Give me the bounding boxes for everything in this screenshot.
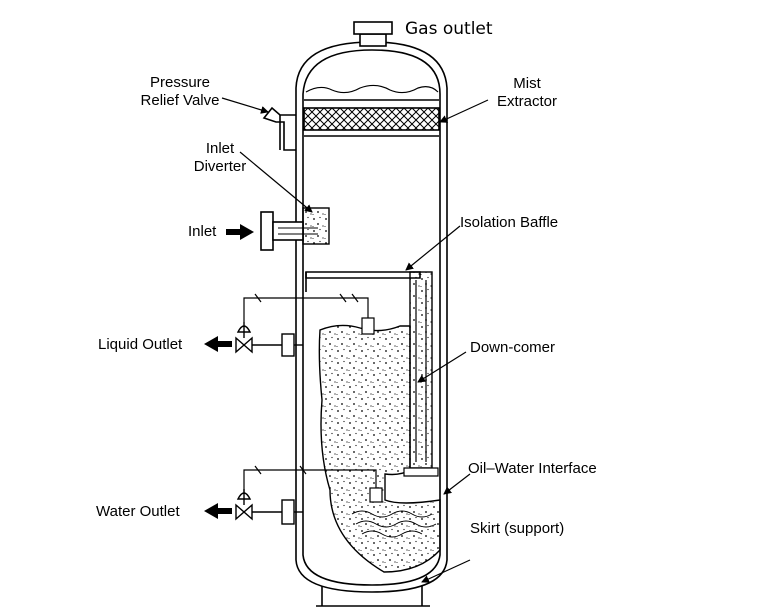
label-water-outlet: Water Outlet xyxy=(96,503,180,520)
label-mist-extractor-line1: Mist xyxy=(513,75,541,92)
inlet-nozzle xyxy=(260,211,304,251)
vapor-top-line xyxy=(305,84,439,94)
water-level-control xyxy=(243,465,383,503)
liquid-outlet-valve xyxy=(235,322,303,357)
isolation-baffle xyxy=(305,271,421,292)
leader-mist-extractor xyxy=(439,99,489,123)
inlet-flow-arrow xyxy=(226,224,254,240)
label-gas-outlet: Gas outlet xyxy=(405,19,493,39)
label-isolation-baffle: Isolation Baffle xyxy=(460,214,559,231)
inlet-diverter xyxy=(278,207,330,245)
down-comer xyxy=(403,271,439,477)
label-mist-extractor: Mist Extractor xyxy=(482,75,572,111)
vessel-shell xyxy=(295,41,448,593)
leader-lines xyxy=(221,97,489,583)
label-pressure-relief-valve-line1: Pressure xyxy=(149,74,211,91)
label-mist-extractor-line2: Extractor xyxy=(496,93,557,110)
leader-inlet-diverter xyxy=(239,151,313,213)
liquid-level-control xyxy=(243,293,375,335)
label-liquid-outlet: Liquid Outlet xyxy=(98,336,183,353)
liquid-outlet-flow-arrow xyxy=(204,336,232,352)
label-down-comer: Down-comer xyxy=(470,339,556,356)
leader-pressure-relief xyxy=(221,97,269,114)
water-waves xyxy=(351,510,437,538)
label-inlet: Inlet xyxy=(188,223,217,240)
label-oil-water-interface: Oil–Water Interface xyxy=(468,460,597,477)
gas-outlet-nozzle xyxy=(353,21,393,47)
label-inlet-diverter: Inlet Diverter xyxy=(180,140,260,176)
water-outlet-flow-arrow xyxy=(204,503,232,519)
leader-skirt xyxy=(421,559,471,583)
leader-oil-water xyxy=(443,473,471,495)
skirt-support xyxy=(316,586,430,607)
water-outlet-valve xyxy=(235,489,303,525)
mist-extractor-pad xyxy=(303,99,440,137)
label-pressure-relief-valve-line2: Relief Valve xyxy=(140,92,220,109)
label-inlet-diverter-line1: Inlet xyxy=(205,140,235,157)
leader-down-comer xyxy=(417,351,467,383)
leader-isolation-baffle xyxy=(405,225,461,271)
label-inlet-diverter-line2: Diverter xyxy=(193,158,247,175)
pressure-relief-valve xyxy=(262,106,296,151)
label-skirt-support: Skirt (support) xyxy=(470,520,565,537)
flow-arrows xyxy=(204,224,254,519)
label-pressure-relief-valve: Pressure Relief Valve xyxy=(120,74,240,110)
